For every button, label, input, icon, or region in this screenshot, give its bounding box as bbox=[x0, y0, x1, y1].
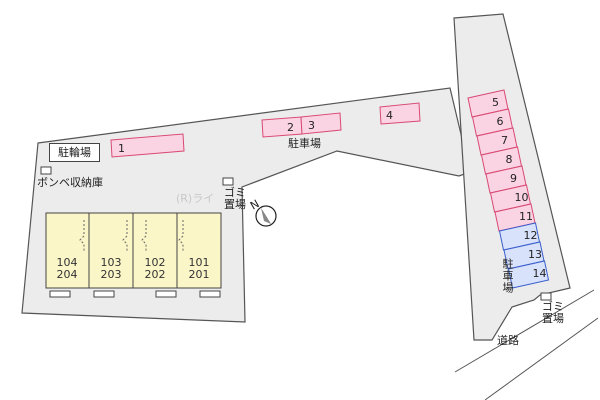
building bbox=[45, 212, 222, 298]
unit-label-103-203: 103 203 bbox=[90, 256, 132, 281]
parking-space-14: 14 bbox=[507, 260, 550, 289]
unit-label-101-201: 101 201 bbox=[178, 256, 220, 281]
stair-mark bbox=[178, 220, 184, 252]
stair-mark bbox=[141, 220, 147, 252]
parking-space-number: 8 bbox=[506, 153, 513, 166]
stair-mark bbox=[122, 220, 128, 252]
unit-number-lower: 202 bbox=[144, 268, 166, 281]
parking-space-2 bbox=[261, 116, 303, 138]
gas-storage-icon bbox=[40, 166, 52, 175]
parking-space-number: 13 bbox=[528, 248, 542, 261]
building-unit bbox=[176, 212, 222, 289]
garbage-icon-top bbox=[222, 177, 234, 186]
unit-number-lower: 203 bbox=[100, 268, 122, 281]
parking-space-1 bbox=[110, 133, 185, 158]
unit-number-upper: 102 bbox=[144, 256, 166, 269]
entrance-step bbox=[49, 290, 71, 298]
watermark-text: (R)ライ bbox=[176, 192, 214, 205]
right-parking-spaces: 5 6 7 8 9 10 11 12 13 14 bbox=[467, 89, 550, 289]
parking-area-label: 駐車場 bbox=[288, 137, 321, 150]
parking-space-11: 11 bbox=[494, 203, 536, 232]
top-parking-spaces: 1 2 3 4 bbox=[110, 102, 421, 158]
unit-number-upper: 101 bbox=[188, 256, 210, 269]
building-unit bbox=[88, 212, 134, 289]
unit-number-upper: 103 bbox=[100, 256, 122, 269]
unit-label-102-202: 102 202 bbox=[134, 256, 176, 281]
entrance-step bbox=[93, 290, 115, 298]
garbage-area-label-bottom: ゴミ置場 bbox=[542, 300, 564, 325]
parking-label-4: 4 bbox=[386, 109, 393, 122]
bicycle-parking-label: 駐輪場 bbox=[49, 143, 100, 162]
unit-number-upper: 104 bbox=[56, 256, 78, 269]
parking-space-number: 9 bbox=[510, 172, 517, 185]
parking-label-2: 2 bbox=[287, 121, 294, 134]
parking-label-1: 1 bbox=[118, 142, 125, 155]
stair-mark bbox=[79, 220, 85, 252]
parking-space-number: 7 bbox=[501, 134, 508, 147]
parking-label-3: 3 bbox=[308, 119, 315, 132]
parking-space-number: 12 bbox=[524, 229, 538, 242]
entrance-step bbox=[155, 290, 177, 298]
unit-label-104-204: 104 204 bbox=[46, 256, 88, 281]
road-edge-upper bbox=[454, 289, 595, 373]
side-parking-label: 駐車場 bbox=[501, 258, 514, 294]
parking-space-number: 11 bbox=[519, 210, 533, 223]
unit-number-lower: 201 bbox=[188, 268, 210, 281]
parking-space-number: 6 bbox=[497, 115, 504, 128]
parking-space-4 bbox=[379, 102, 421, 125]
parking-space-number: 10 bbox=[515, 191, 529, 204]
road-edge-lower bbox=[484, 317, 599, 400]
parking-space-13: 13 bbox=[503, 241, 545, 270]
garbage-icon-bottom bbox=[540, 292, 552, 301]
parking-space-box bbox=[507, 260, 550, 289]
entrance-step bbox=[199, 290, 221, 298]
road-label: 道路 bbox=[497, 333, 519, 347]
parking-space-number: 5 bbox=[492, 96, 499, 109]
parking-space-3 bbox=[300, 112, 342, 135]
gas-storage-label: ボンベ収納庫 bbox=[37, 176, 103, 189]
building-unit bbox=[45, 212, 90, 289]
parking-space-10: 10 bbox=[489, 184, 532, 213]
garbage-area-label-top: ゴミ置場 bbox=[224, 186, 246, 211]
unit-number-lower: 204 bbox=[56, 268, 78, 281]
parking-space-number: 14 bbox=[533, 267, 547, 280]
